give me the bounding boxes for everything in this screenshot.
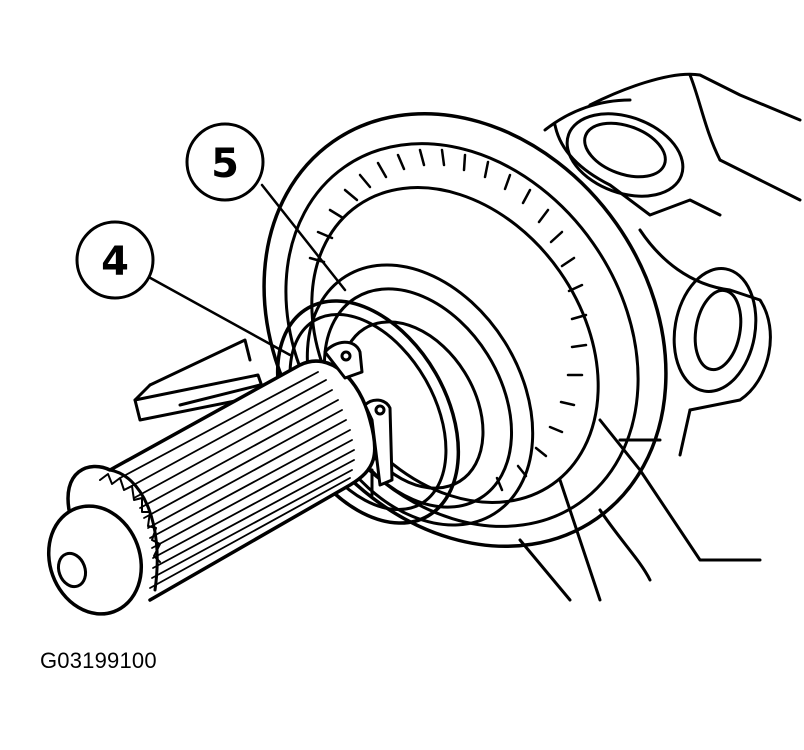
callout-number-5: 5 — [211, 141, 239, 187]
spline-lines — [119, 371, 355, 589]
callout-circle-5 — [185, 122, 265, 202]
leader-line-5 — [260, 183, 347, 292]
leader-line-4 — [143, 273, 292, 357]
side-boss — [672, 267, 758, 393]
housing-outline — [518, 72, 802, 602]
upper-boss — [565, 112, 685, 198]
shaft-end-face — [46, 504, 144, 616]
clamp-clip — [323, 340, 394, 497]
spline-teeth — [99, 473, 161, 563]
callout-circle-4 — [75, 220, 155, 300]
callout-number-4: 4 — [101, 239, 129, 285]
outer-flange — [262, 112, 668, 548]
figure-code-label: G03199100 — [40, 648, 157, 673]
callout-leaders — [143, 183, 347, 357]
